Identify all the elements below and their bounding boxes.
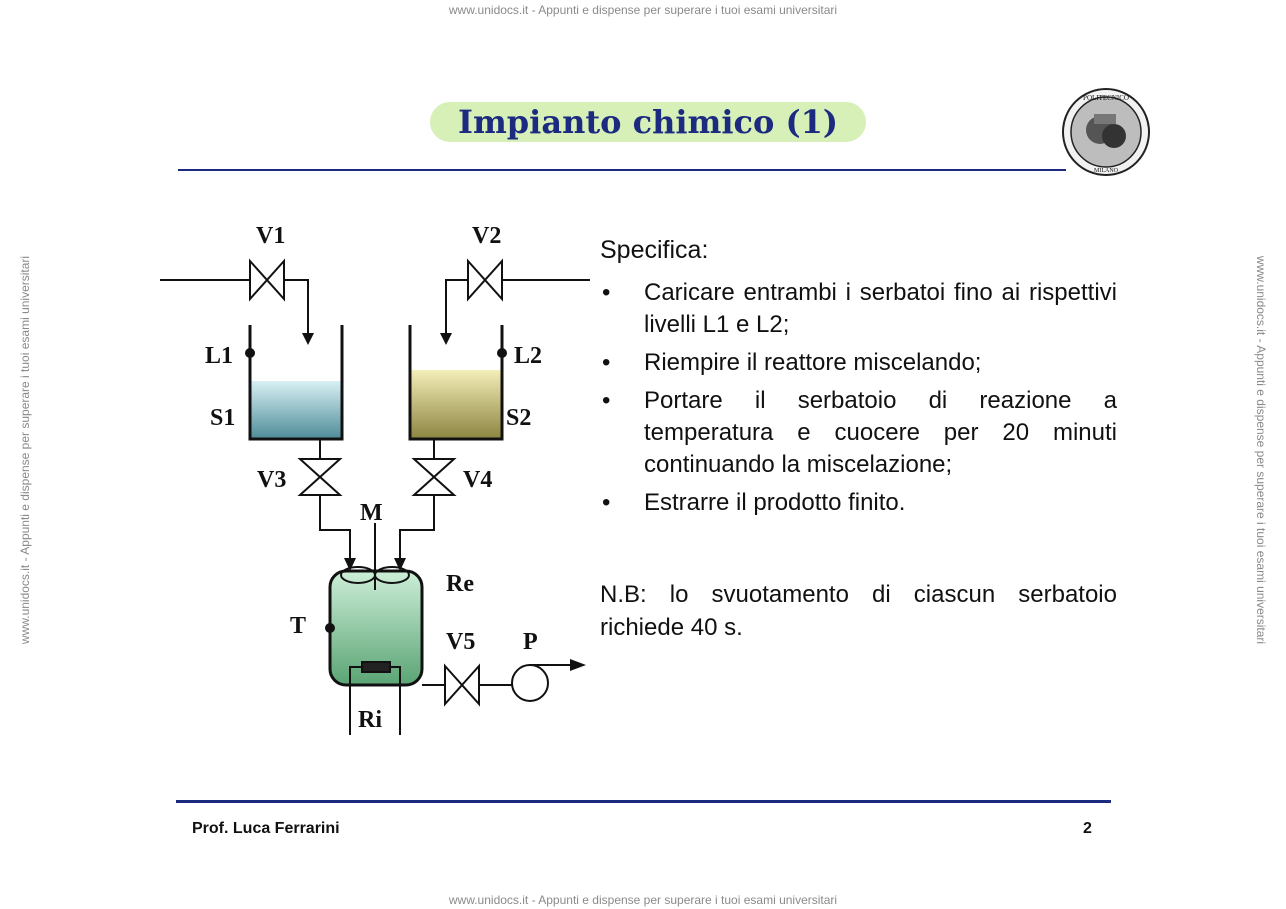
list-item: • Estrarre il prodotto finito. (600, 487, 1117, 519)
label-v5: V5 (446, 629, 475, 655)
bullet: • (602, 279, 611, 306)
spec-item-text: Portare il serbatoio di reazione a tempe… (644, 387, 1117, 478)
spec-list: • Caricare entrambi i serbatoi fino ai ri… (600, 277, 1117, 519)
spec-note: N.B: lo svuotamento di ciascun serbatoio… (600, 581, 1117, 641)
label-v3: V3 (257, 467, 286, 493)
label-m: M (360, 500, 383, 526)
level-sensor-l1 (245, 348, 255, 358)
reactor-inlet-arrow-2 (394, 558, 406, 571)
valve-v2-icon (467, 258, 503, 302)
valve-v4-icon (411, 458, 457, 496)
label-re: Re (446, 571, 474, 597)
spec-item-text: Caricare entrambi i serbatoi fino ai ris… (644, 279, 1117, 338)
label-v2: V2 (472, 223, 501, 249)
footer-author: Prof. Luca Ferrarini (192, 820, 340, 837)
tank-s2 (408, 325, 504, 441)
pump-p-icon (511, 664, 549, 702)
valve-v3-icon (297, 458, 343, 496)
label-v4: V4 (463, 467, 492, 493)
watermark-right: www.unidocs.it - Appunti e dispense per … (1254, 255, 1268, 645)
tank-s2-liquid (410, 370, 502, 439)
bullet: • (602, 349, 611, 376)
list-item: • Portare il serbatoio di reazione a temp… (600, 385, 1117, 481)
footer-divider (176, 800, 1111, 803)
plant-diagram: V1 V2 L1 L2 S1 S2 V3 V4 M Re T V5 P Ri (160, 223, 590, 735)
label-p: P (523, 629, 538, 655)
label-v1: V1 (256, 223, 285, 249)
feed-arrow-1 (302, 333, 314, 345)
label-ri: Ri (358, 707, 382, 733)
list-item: • Riempire il reattore miscelando; (600, 347, 1117, 379)
feed-arrow-2 (440, 333, 452, 345)
politecnico-seal-icon: POLITECNICO MILANO (1062, 88, 1150, 176)
seal-bottom-text: MILANO (1094, 168, 1119, 174)
label-t: T (290, 613, 306, 639)
label-s1: S1 (210, 405, 235, 431)
level-sensor-l2 (497, 348, 507, 358)
slide-title: Impianto chimico (1) (430, 102, 866, 142)
valve-v1-icon (249, 258, 285, 302)
temperature-sensor-t (325, 623, 335, 633)
watermark-left: www.unidocs.it - Appunti e dispense per … (18, 255, 32, 645)
watermark-bottom: www.unidocs.it - Appunti e dispense per … (448, 893, 838, 907)
seal-top-text: POLITECNICO (1083, 94, 1129, 102)
label-l2: L2 (514, 343, 542, 369)
title-divider (178, 169, 1066, 171)
spec-heading: Specifica: (600, 236, 709, 264)
spec-item-text: Estrarre il prodotto finito. (644, 489, 906, 516)
mixer-m-icon (340, 566, 410, 584)
page-number: 2 (1083, 820, 1092, 837)
specification: Specifica: • Caricare entrambi i serbatoi… (600, 236, 1117, 525)
watermark-top: www.unidocs.it - Appunti e dispense per … (448, 3, 838, 17)
feed-pipe-1 (284, 279, 309, 333)
bullet: • (602, 387, 611, 414)
spec-item-text: Riempire il reattore miscelando; (644, 349, 982, 376)
tank-s1 (248, 325, 344, 441)
label-s2: S2 (506, 405, 531, 431)
list-item: • Caricare entrambi i serbatoi fino ai ri… (600, 277, 1117, 341)
valve-v5-icon (444, 663, 480, 707)
label-l1: L1 (205, 343, 233, 369)
bullet: • (602, 489, 611, 516)
tank-s1-liquid (250, 381, 342, 439)
heater-ri-icon (361, 661, 391, 673)
feed-pipe-2 (445, 279, 468, 333)
reactor-inlet-arrow-1 (344, 558, 356, 571)
outlet-arrow (570, 659, 586, 671)
